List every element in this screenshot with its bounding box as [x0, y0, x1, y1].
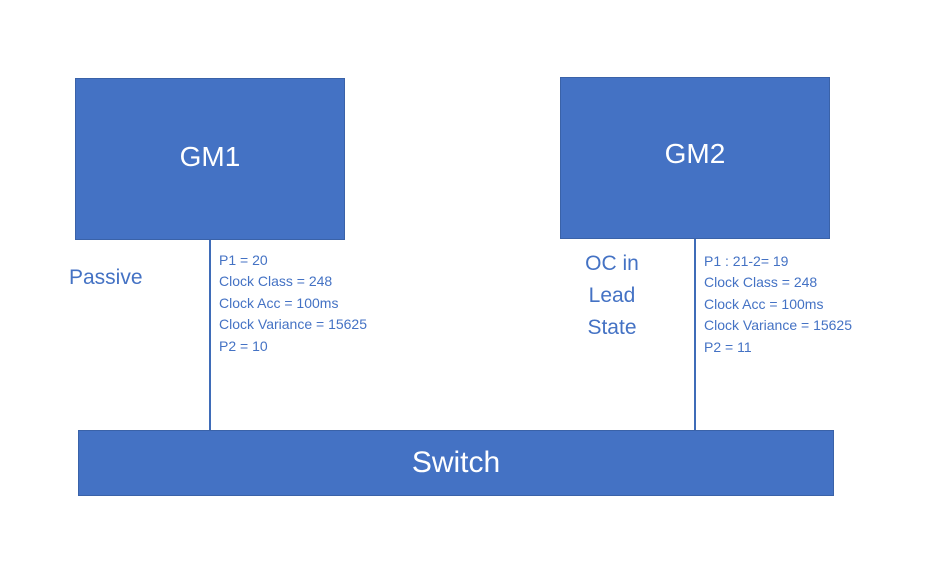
gm1-param-clock-acc: Clock Acc = 100ms	[219, 294, 339, 311]
gm1-state-label: Passive	[69, 266, 143, 289]
gm2-switch-link	[694, 239, 696, 430]
gm1-param-clock-class: Clock Class = 248	[219, 273, 333, 290]
gm2-label: GM2	[664, 138, 726, 169]
gm2-parameters: P1 : 21-2= 19 Clock Class = 248 Clock Ac…	[704, 251, 852, 358]
gm2-param-p1: P1 : 21-2= 19	[704, 253, 789, 269]
gm1-param-clock-variance: Clock Variance = 15625	[219, 316, 367, 333]
switch-label: Switch	[411, 446, 501, 479]
gm2-state-line-1: OC in	[585, 252, 639, 275]
gm1-parameters: P1 = 20 Clock Class = 248 Clock Acc = 10…	[219, 250, 367, 357]
gm2-param-p2: P2 = 11	[704, 338, 752, 355]
gm2-param-clock-variance: Clock Variance = 15625	[704, 317, 852, 334]
switch-node: Switch	[78, 430, 834, 496]
gm1-switch-link	[209, 240, 211, 430]
gm2-state-label: OC in Lead State	[572, 248, 652, 344]
gm2-param-clock-acc: Clock Acc = 100ms	[704, 295, 824, 312]
gm1-label: GM1	[179, 141, 241, 172]
gm1-node: GM1	[75, 78, 345, 240]
gm1-param-p1: P1 = 20	[219, 252, 268, 268]
gm1-param-p2: P2 = 10	[219, 337, 268, 354]
gm2-state-line-2: Lead	[588, 284, 636, 307]
gm2-node: GM2	[560, 77, 830, 239]
gm2-param-clock-class: Clock Class = 248	[704, 274, 818, 291]
gm2-state-line-3: State	[587, 316, 637, 339]
